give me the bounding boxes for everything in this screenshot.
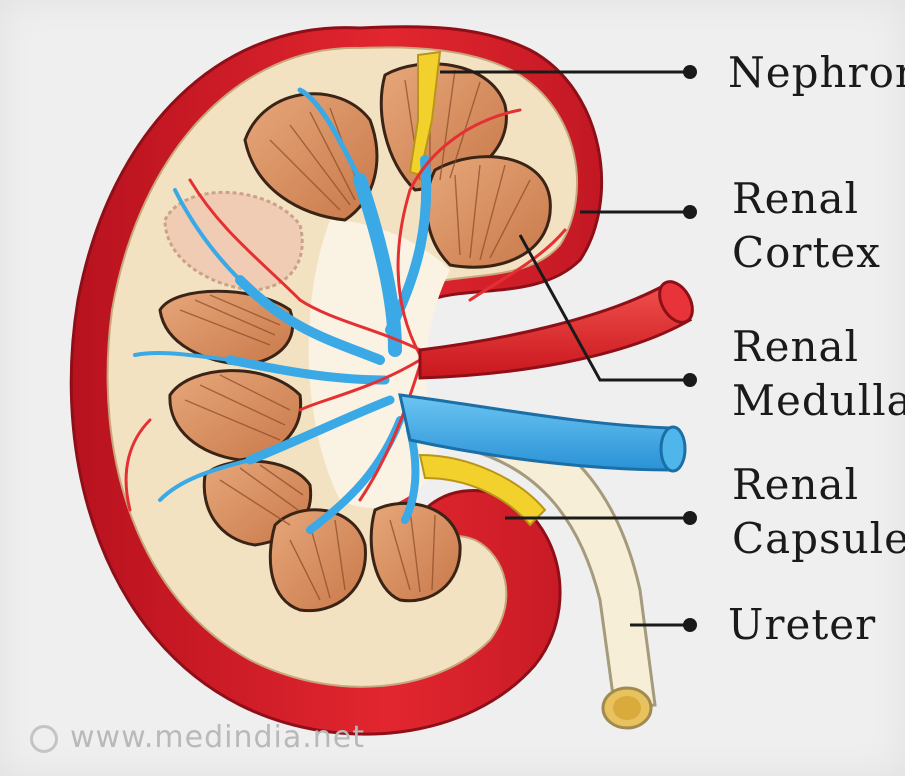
copyright-icon [30,725,58,753]
label-renal-capsule-line1: Renal [732,458,905,512]
label-renal-medulla-line1: Renal [732,320,905,374]
label-renal-medulla-line2: Medulla [732,374,905,428]
watermark: www.medindia.net [30,720,365,755]
label-renal-cortex-line1: Renal [732,172,881,226]
label-renal-cortex: Renal Cortex [732,172,881,280]
label-renal-medulla: Renal Medulla [732,320,905,428]
label-nephron-text: Nephron [728,46,905,100]
label-ureter: Ureter [728,598,876,652]
label-renal-capsule-line2: Capsule [732,512,905,566]
leader-dots [683,65,697,632]
label-ureter-text: Ureter [728,598,876,652]
watermark-text: www.medindia.net [70,720,365,755]
label-renal-capsule: Renal Capsule [732,458,905,566]
label-nephron: Nephron [728,46,905,100]
label-renal-cortex-line2: Cortex [732,226,881,280]
